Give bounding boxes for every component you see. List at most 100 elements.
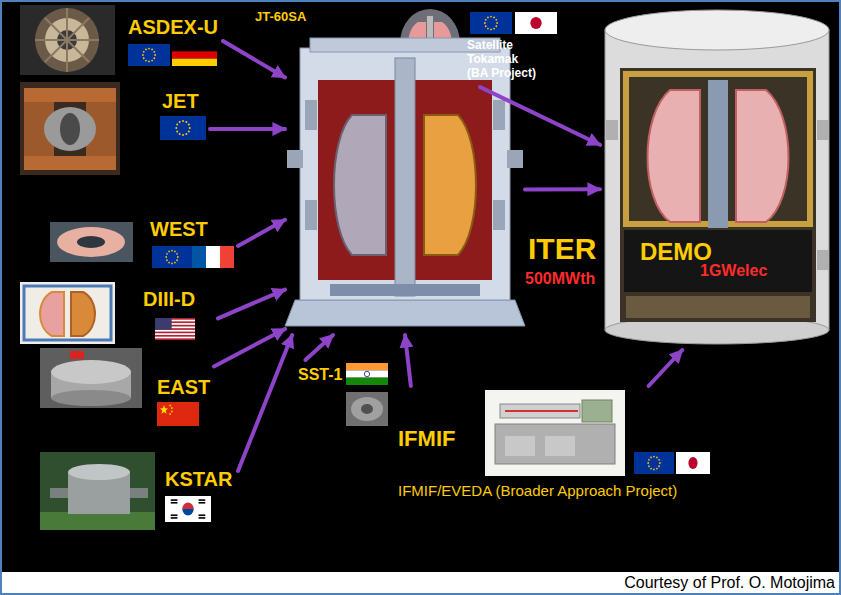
device-node: WEST (48, 214, 238, 272)
machine-top (68, 464, 130, 480)
photo-ground (20, 82, 120, 175)
target-cell (582, 400, 612, 422)
divertor (330, 284, 480, 296)
coil-spokes (35, 8, 99, 72)
vessel (44, 107, 96, 151)
credit-note: Courtesy of Prof. O. Motojima (624, 574, 835, 592)
device-name: SST-1 (298, 366, 342, 384)
cryostat-base (51, 390, 131, 406)
port (817, 120, 829, 140)
drawing-ground (20, 282, 115, 344)
vessel-core (60, 113, 80, 145)
device-note: IFMIF/EVEDA (Broader Approach Project) (398, 482, 677, 499)
lower-hall (624, 230, 812, 292)
magnet-yoke (24, 88, 116, 102)
photo-ground (346, 392, 388, 426)
flow-arrow (649, 350, 683, 386)
japan-flag (515, 12, 557, 34)
device-name: DEMO (640, 238, 712, 266)
kstar-picture (40, 452, 155, 530)
device-name: IFMIF (398, 426, 455, 451)
eu-flag (634, 452, 674, 474)
coil (493, 100, 505, 130)
flow-arrow (238, 220, 285, 246)
plasma-d (736, 90, 789, 222)
jet-picture (20, 82, 120, 175)
building-roof (605, 10, 829, 50)
machine-core (361, 404, 373, 414)
base-structure (626, 296, 810, 318)
device-node: ASDEX-U (18, 4, 223, 78)
india-flag (346, 363, 388, 385)
vessel-d (71, 292, 95, 336)
drawing-ground (485, 390, 625, 476)
device-node: Satellite Tokamak (BA Project) (395, 5, 565, 87)
flow-arrow (480, 87, 600, 145)
machine-body (351, 397, 383, 421)
ifmif-picture (485, 390, 625, 476)
coil (305, 100, 317, 130)
device-name: ITER (528, 232, 596, 267)
japan-flag (676, 452, 710, 474)
solenoid (708, 80, 728, 228)
room (545, 436, 575, 456)
korea-flag (165, 496, 211, 522)
demo-picture (605, 10, 829, 344)
magnet-yoke (24, 156, 116, 170)
port (507, 150, 523, 168)
flow-arrow (305, 335, 333, 360)
black-panel (2, 2, 839, 572)
device-name: ASDEX-U (128, 16, 218, 39)
flow-arrow (214, 329, 285, 366)
plasma-torus (57, 227, 125, 257)
device-node: EAST (38, 346, 214, 448)
device-label: JT-60SA (255, 10, 306, 25)
room (505, 436, 535, 456)
device-node: IFMIF IFMIF/EVEDA (Broader Approach Proje… (395, 386, 712, 512)
port (287, 150, 303, 168)
device-name: KSTAR (165, 468, 232, 491)
eu-flag (152, 246, 192, 268)
torus-outer (35, 8, 99, 72)
device-name: JET (162, 90, 199, 113)
iter-picture (285, 38, 525, 326)
building (495, 424, 615, 464)
cryostat-lid (51, 360, 131, 384)
solenoid (395, 58, 415, 296)
torus-hole (77, 236, 105, 248)
flow-arrow (525, 187, 600, 191)
device-name: Satellite Tokamak (BA Project) (467, 39, 541, 80)
device-node: DEMO1GWelec (600, 8, 835, 350)
usa-flag (155, 318, 195, 340)
flow-arrow (210, 127, 285, 131)
diiid-picture (20, 282, 115, 344)
photo-ground (20, 5, 115, 75)
port (50, 488, 68, 498)
port (606, 120, 618, 140)
china-flag (157, 402, 199, 426)
device-node: SST-1 (296, 360, 390, 430)
flow-arrow (223, 41, 285, 77)
flow-arrow (218, 290, 285, 319)
plasma-d (424, 115, 476, 255)
france-flag (192, 246, 234, 268)
port (817, 250, 829, 270)
port (130, 488, 148, 498)
coil (493, 200, 505, 230)
device-note: 1GWelec (700, 262, 767, 280)
device-node: JET (18, 80, 210, 178)
photo-ground (40, 452, 155, 530)
accelerator (500, 404, 580, 418)
photo-ground (50, 222, 133, 262)
sst1-picture (346, 392, 388, 426)
plasma-d (40, 292, 64, 336)
device-name: WEST (150, 218, 208, 241)
device-note: 500MWth (525, 270, 595, 288)
vessel-d (334, 115, 386, 255)
